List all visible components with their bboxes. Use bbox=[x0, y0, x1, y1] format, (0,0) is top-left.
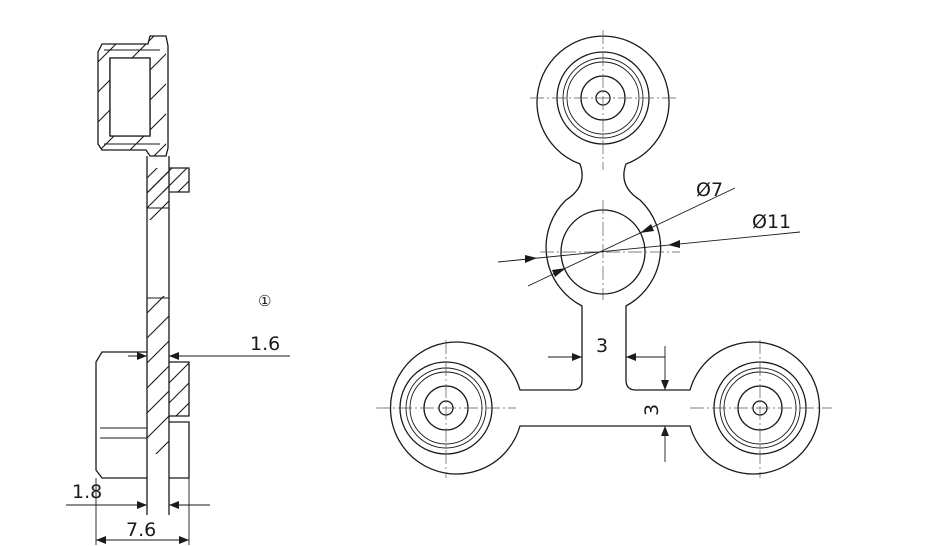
callout-marker: ① bbox=[258, 292, 271, 310]
body-outline bbox=[389, 35, 821, 475]
left-boss bbox=[376, 340, 516, 478]
dim-label-arm: 3 bbox=[641, 404, 663, 416]
dim-label-d11: Ø11 bbox=[752, 211, 791, 233]
lower-foot bbox=[169, 421, 190, 479]
dim-label-1-8: 1.8 bbox=[72, 481, 102, 503]
section-view: 1.6 ① 1.8 7.6 bbox=[66, 35, 290, 545]
right-boss bbox=[690, 340, 832, 478]
lower-flange bbox=[95, 351, 147, 479]
dimension-overall: 7.6 bbox=[96, 478, 190, 545]
cap-outline bbox=[97, 35, 169, 157]
upper-tab bbox=[169, 167, 190, 193]
dimension-outer-diameter: Ø11 bbox=[497, 211, 801, 263]
cap-hatching bbox=[98, 36, 166, 156]
dimension-wall-thickness: 1.6 bbox=[128, 333, 290, 360]
dimension-flange-thickness: 1.8 bbox=[66, 478, 210, 545]
lower-tab-hatching bbox=[169, 362, 189, 416]
dimension-arm-height: 3 bbox=[641, 346, 669, 462]
dim-label-1-6: 1.6 bbox=[250, 333, 280, 355]
lower-tab bbox=[169, 361, 190, 417]
dim-label-7-6: 7.6 bbox=[126, 519, 156, 541]
mid-hatching bbox=[147, 296, 169, 454]
middle-hole bbox=[540, 200, 680, 300]
dimension-inner-diameter: Ø7 bbox=[527, 179, 736, 287]
dim-label-d7: Ø7 bbox=[696, 179, 723, 201]
stem-hatching bbox=[147, 170, 169, 220]
tab-hatching bbox=[147, 168, 189, 192]
dimension-stem-width: 3 bbox=[548, 335, 665, 361]
plan-view: Ø7 Ø11 3 3 bbox=[376, 30, 832, 478]
top-boss bbox=[530, 30, 676, 170]
dim-label-stem: 3 bbox=[596, 335, 608, 357]
